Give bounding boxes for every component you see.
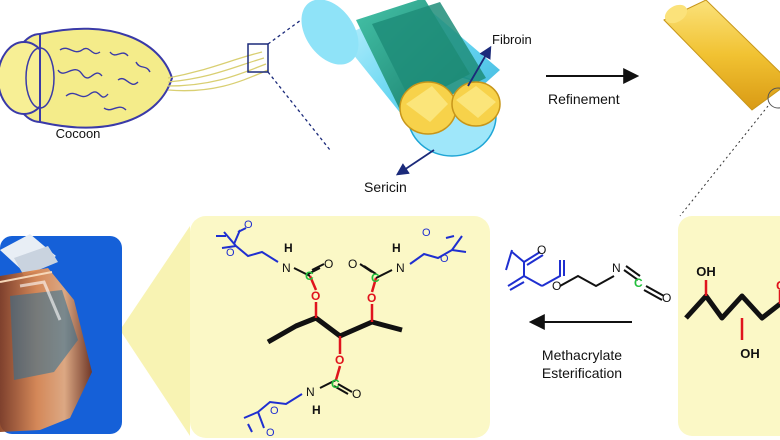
- bottom-methacrylate-O2: O: [266, 427, 275, 439]
- left-carbonyl-O: O: [324, 257, 333, 271]
- methacrylated-fibroin-panel: [120, 216, 490, 438]
- methacrylate-label: Methacrylate: [542, 347, 622, 363]
- bottom-carbonyl-C: C: [331, 377, 340, 391]
- hydroxyl-label-1: OH: [696, 264, 716, 279]
- reagent-ester-O: O: [537, 243, 546, 257]
- left-ester-O: O: [311, 289, 320, 303]
- reagent-N: N: [612, 261, 621, 275]
- bottom-carbonyl-O: O: [352, 387, 361, 401]
- esterification-label: Esterification: [542, 365, 622, 381]
- bottom-methacrylate-O: O: [270, 405, 279, 417]
- reagent-ether-O: O: [552, 279, 561, 293]
- fibroin-rod: [663, 0, 780, 111]
- bottom-H: H: [312, 403, 321, 417]
- right-methacrylate-O2: O: [422, 227, 431, 239]
- refinement-label: Refinement: [548, 91, 620, 107]
- left-H: H: [284, 241, 293, 255]
- hydroxyl-label-3: O: [776, 278, 780, 293]
- vial-photo: [0, 234, 122, 434]
- zoom-line-bottom: [267, 71, 331, 151]
- sericin-pointer: [395, 149, 435, 176]
- fibroin-pointer: [467, 45, 492, 87]
- rod-projection-line: [679, 105, 769, 217]
- left-carbonyl-C: C: [305, 269, 314, 283]
- fibroin-label: Fibroin: [492, 32, 532, 47]
- zoom-box: [247, 43, 269, 73]
- center-panel-atom-labels: O C O N H O O O C O N H O O O C O N H O …: [226, 219, 449, 439]
- cocoon-illustration: [0, 27, 174, 129]
- reagent-C: C: [634, 276, 643, 290]
- fiber-cross-section: [301, 0, 501, 157]
- cocoon-label: Cocoon: [56, 126, 101, 141]
- right-methacrylate-O: O: [440, 253, 449, 265]
- sericin-label: Sericin: [364, 179, 407, 195]
- bottom-ester-O: O: [335, 353, 344, 367]
- right-ester-O: O: [367, 291, 376, 305]
- right-carbonyl-O: O: [348, 257, 357, 271]
- left-methacrylate-O: O: [226, 247, 235, 259]
- right-N: N: [396, 261, 405, 275]
- left-methacrylate-O2: O: [244, 219, 253, 231]
- left-N: N: [282, 261, 291, 275]
- silk-strands: [167, 51, 269, 92]
- right-H: H: [392, 241, 401, 255]
- hydroxyl-label-2: OH: [740, 346, 760, 361]
- reagent-structure: [505, 249, 665, 301]
- bottom-N: N: [306, 385, 315, 399]
- fibroin-backbone-panel: OH OH O: [678, 216, 780, 436]
- reagent-iso-O: O: [662, 291, 671, 305]
- right-carbonyl-C: C: [371, 271, 380, 285]
